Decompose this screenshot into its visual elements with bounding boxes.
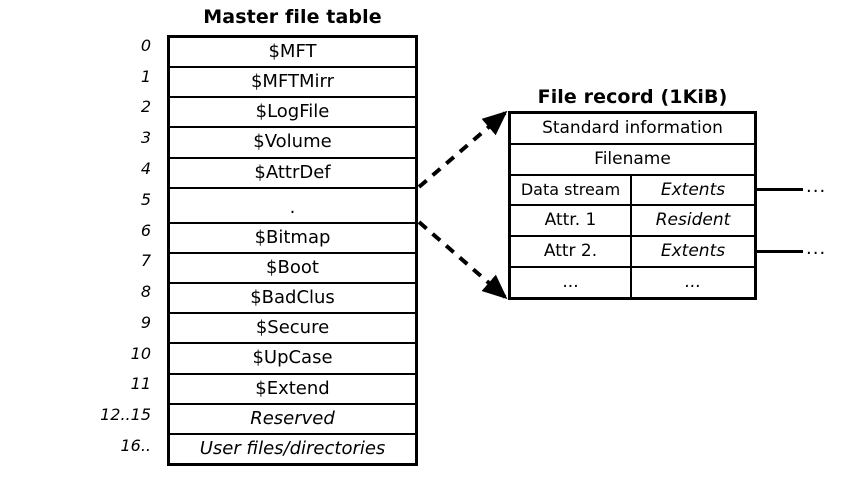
leader-line-bottom (417, 220, 508, 300)
file-record-row-standard-information: Standard information (511, 114, 754, 145)
master-file-table: $MFT $MFTMirr $LogFile $Volume $AttrDef … (167, 35, 418, 466)
mft-index-column: 0 1 2 3 4 5 6 7 8 9 10 11 12..15 16.. (77, 35, 159, 466)
mft-row-volume: $Volume (170, 128, 415, 159)
file-record-cell-value: ... (684, 272, 702, 293)
mft-index-label: 0 (140, 35, 151, 55)
mft-row-upcase: $UpCase (170, 344, 415, 375)
file-record-row-more: ... ... (511, 268, 754, 297)
mft-index-label: 2 (140, 97, 151, 117)
file-record-row-data-stream: Data stream Extents (511, 175, 754, 207)
mft-index-label: 8 (140, 282, 151, 302)
mft-index-label: 12..15 (100, 405, 151, 425)
extent-pointer-ellipsis-2: ... (806, 238, 827, 259)
mft-index-label: 4 (140, 159, 151, 179)
leader-line-top (417, 110, 508, 189)
mft-row-mftmirr: $MFTMirr (170, 68, 415, 99)
mft-index-label: 7 (140, 251, 151, 271)
file-record-cell-value: Extents (660, 179, 726, 200)
mft-row-user-files: User files/directories (170, 434, 415, 463)
mft-index-label: 9 (140, 312, 151, 332)
file-record-cell-label: Data stream (511, 175, 632, 205)
mft-index-label: 1 (140, 66, 151, 86)
mft-row-root-dir: . (170, 188, 415, 224)
mft-index-label: 3 (140, 128, 151, 148)
file-record-row-filename: Filename (511, 144, 754, 176)
extent-pointer-line-1 (755, 188, 803, 191)
file-record-cell-value: Resident (655, 210, 731, 231)
file-record-cell-label: ... (511, 268, 632, 297)
extent-pointer-line-2 (755, 250, 803, 253)
mft-row-boot: $Boot (170, 253, 415, 285)
file-record-title: File record (1KiB) (537, 86, 728, 108)
mft-row-mft: $MFT (170, 38, 415, 69)
mft-index-label: 5 (140, 189, 151, 209)
mft-row-bitmap: $Bitmap (170, 223, 415, 254)
mft-row-badclus: $BadClus (170, 284, 415, 315)
mft-row-secure: $Secure (170, 314, 415, 345)
mft-index-label: 16.. (120, 436, 151, 456)
file-record-cell-value: Extents (660, 241, 726, 262)
mft-row-reserved: Reserved (170, 404, 415, 435)
extent-pointer-ellipsis-1: ... (806, 176, 827, 197)
file-record-cell-label: Standard information (542, 117, 723, 138)
master-file-table-title: Master file table (203, 6, 382, 28)
mft-index-label: 11 (130, 374, 151, 394)
mft-row-logfile: $LogFile (170, 98, 415, 129)
file-record-table: Standard information Filename Data strea… (508, 111, 757, 300)
file-record-row-attr-1: Attr. 1 Resident (511, 206, 754, 238)
mft-index-label: 6 (140, 220, 151, 240)
mft-row-attrdef: $AttrDef (170, 158, 415, 189)
mft-row-extend: $Extend (170, 374, 415, 405)
file-record-cell-label: Filename (594, 148, 671, 169)
file-record-cell-label: Attr. 1 (511, 206, 632, 236)
mft-index-label: 10 (130, 343, 151, 363)
file-record-cell-label: Attr 2. (511, 237, 632, 267)
file-record-row-attr-2: Attr 2. Extents (511, 237, 754, 269)
